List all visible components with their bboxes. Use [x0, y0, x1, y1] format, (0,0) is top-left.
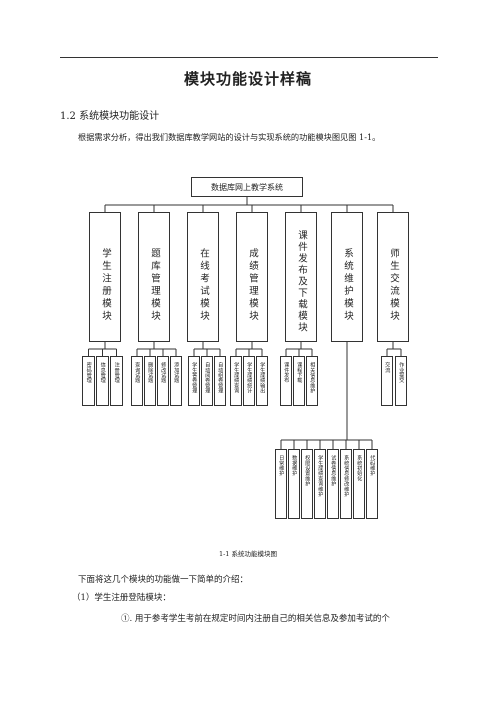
module-label: 系统维护模块	[342, 247, 353, 323]
section-heading: 1.2 系统模块功能设计	[60, 111, 160, 122]
sub-label: 权限设置维护	[304, 455, 311, 487]
module-label: 师生交流模块	[388, 247, 399, 323]
intro-paragraph: 根据需求分析，得出我们数据库教学网站的设计与实现系统的功能模块图见图 1-1。	[78, 132, 381, 142]
body-line: （1）学生注册登陆模块：	[72, 593, 171, 603]
module-teacher-student: 师生交流模块	[377, 212, 409, 342]
page-title: 模块功能设计样稿	[183, 70, 312, 88]
sub-box: 自动阅卷管理	[201, 356, 213, 406]
sub-label: 信息管理	[99, 362, 106, 383]
sub-label: 系统信息修改维护	[343, 455, 350, 497]
sub-box: 学生答卷管理	[188, 356, 200, 406]
sub-box: 信息管理	[96, 356, 109, 406]
sub-label: 日常维护	[278, 455, 285, 476]
sub-box: 作业提交	[395, 356, 407, 406]
module-label: 成绩管理模块	[247, 247, 258, 323]
sub-box: 添加试题	[170, 356, 182, 406]
sub-label: 修改试题	[160, 362, 167, 383]
sub-label: 交流	[384, 362, 391, 373]
figure-caption: 1-1 系统功能模块图	[218, 550, 278, 558]
module-question-bank: 题库管理模块	[138, 212, 170, 342]
sub-box: 修改试题	[157, 356, 169, 406]
sub-label: 学生成绩查询	[233, 362, 240, 394]
sub-label: 自动组卷管理	[217, 362, 224, 394]
sub-box: 交流	[381, 356, 393, 406]
module-system-maintenance: 系统维护模块	[331, 212, 363, 342]
root-label: 数据库网上教学系统	[211, 182, 283, 192]
sub-box: 学生成绩输出	[256, 356, 268, 406]
sub-box: 学生成绩查询	[230, 356, 242, 406]
sub-label: 自动阅卷管理	[204, 362, 211, 394]
module-label: 学生注册模块	[100, 247, 111, 323]
sub-box: 删除试题	[144, 356, 156, 406]
body-line: ①. 用于参考学生考前在规定时间内注册自己的相关信息及参加考试的个	[121, 614, 390, 624]
sub-label: 试卷信息维护	[330, 455, 337, 487]
sub-label: 课程下载	[296, 362, 303, 383]
sub-label: 学生成绩查询维护	[317, 455, 324, 497]
sub-label: 相关信息维护	[309, 362, 316, 394]
sub-label: 删除试题	[147, 362, 154, 383]
sub-label: 课件发布	[283, 362, 290, 383]
sub-label: 学生答卷管理	[191, 362, 198, 394]
sub-box: 系统信息修改维护	[340, 449, 352, 519]
sub-box: 自动组卷管理	[214, 356, 226, 406]
module-student-registration: 学生注册模块	[89, 212, 121, 342]
sub-box: 相关信息维护	[306, 356, 318, 406]
header-rule	[60, 57, 438, 58]
root-box: 数据库网上教学系统	[191, 177, 303, 197]
sub-label: 代码维护	[369, 455, 376, 476]
sub-box: 密码管理	[82, 356, 95, 406]
sub-box: 日常维护	[275, 449, 287, 519]
sub-label: 作业提交	[398, 362, 405, 383]
sub-label: 系统初始化	[356, 455, 363, 481]
sub-label: 密码管理	[85, 362, 92, 383]
module-label: 题库管理模块	[149, 247, 160, 323]
body-line: 下面将这几个模块的功能做一下简单的介绍：	[78, 575, 249, 585]
sub-label: 学生成绩输出	[259, 362, 266, 394]
sub-box: 课程下载	[293, 356, 305, 406]
sub-label: 注册管理	[113, 362, 120, 383]
sub-box: 数据维护	[288, 449, 300, 519]
module-label: 在线考试模块	[198, 247, 209, 323]
module-courseware: 课件发布及下载模块	[285, 212, 317, 342]
sub-label: 查询试题	[134, 362, 141, 383]
sub-label: 学生成绩统计	[246, 362, 253, 394]
sub-box: 系统初始化	[353, 449, 365, 519]
sub-box: 代码维护	[366, 449, 378, 519]
sub-label: 数据维护	[291, 455, 298, 476]
sub-box: 查询试题	[131, 356, 143, 406]
sub-label: 添加试题	[173, 362, 180, 383]
sub-box: 学生成绩统计	[243, 356, 255, 406]
sub-box: 学生成绩查询维护	[314, 449, 326, 519]
sub-box: 权限设置维护	[301, 449, 313, 519]
module-label: 课件发布及下载模块	[296, 230, 307, 334]
sub-box: 注册管理	[110, 356, 123, 406]
module-online-exam: 在线考试模块	[187, 212, 219, 342]
sub-box: 课件发布	[280, 356, 292, 406]
module-grade-management: 成绩管理模块	[236, 212, 268, 342]
sub-box: 试卷信息维护	[327, 449, 339, 519]
